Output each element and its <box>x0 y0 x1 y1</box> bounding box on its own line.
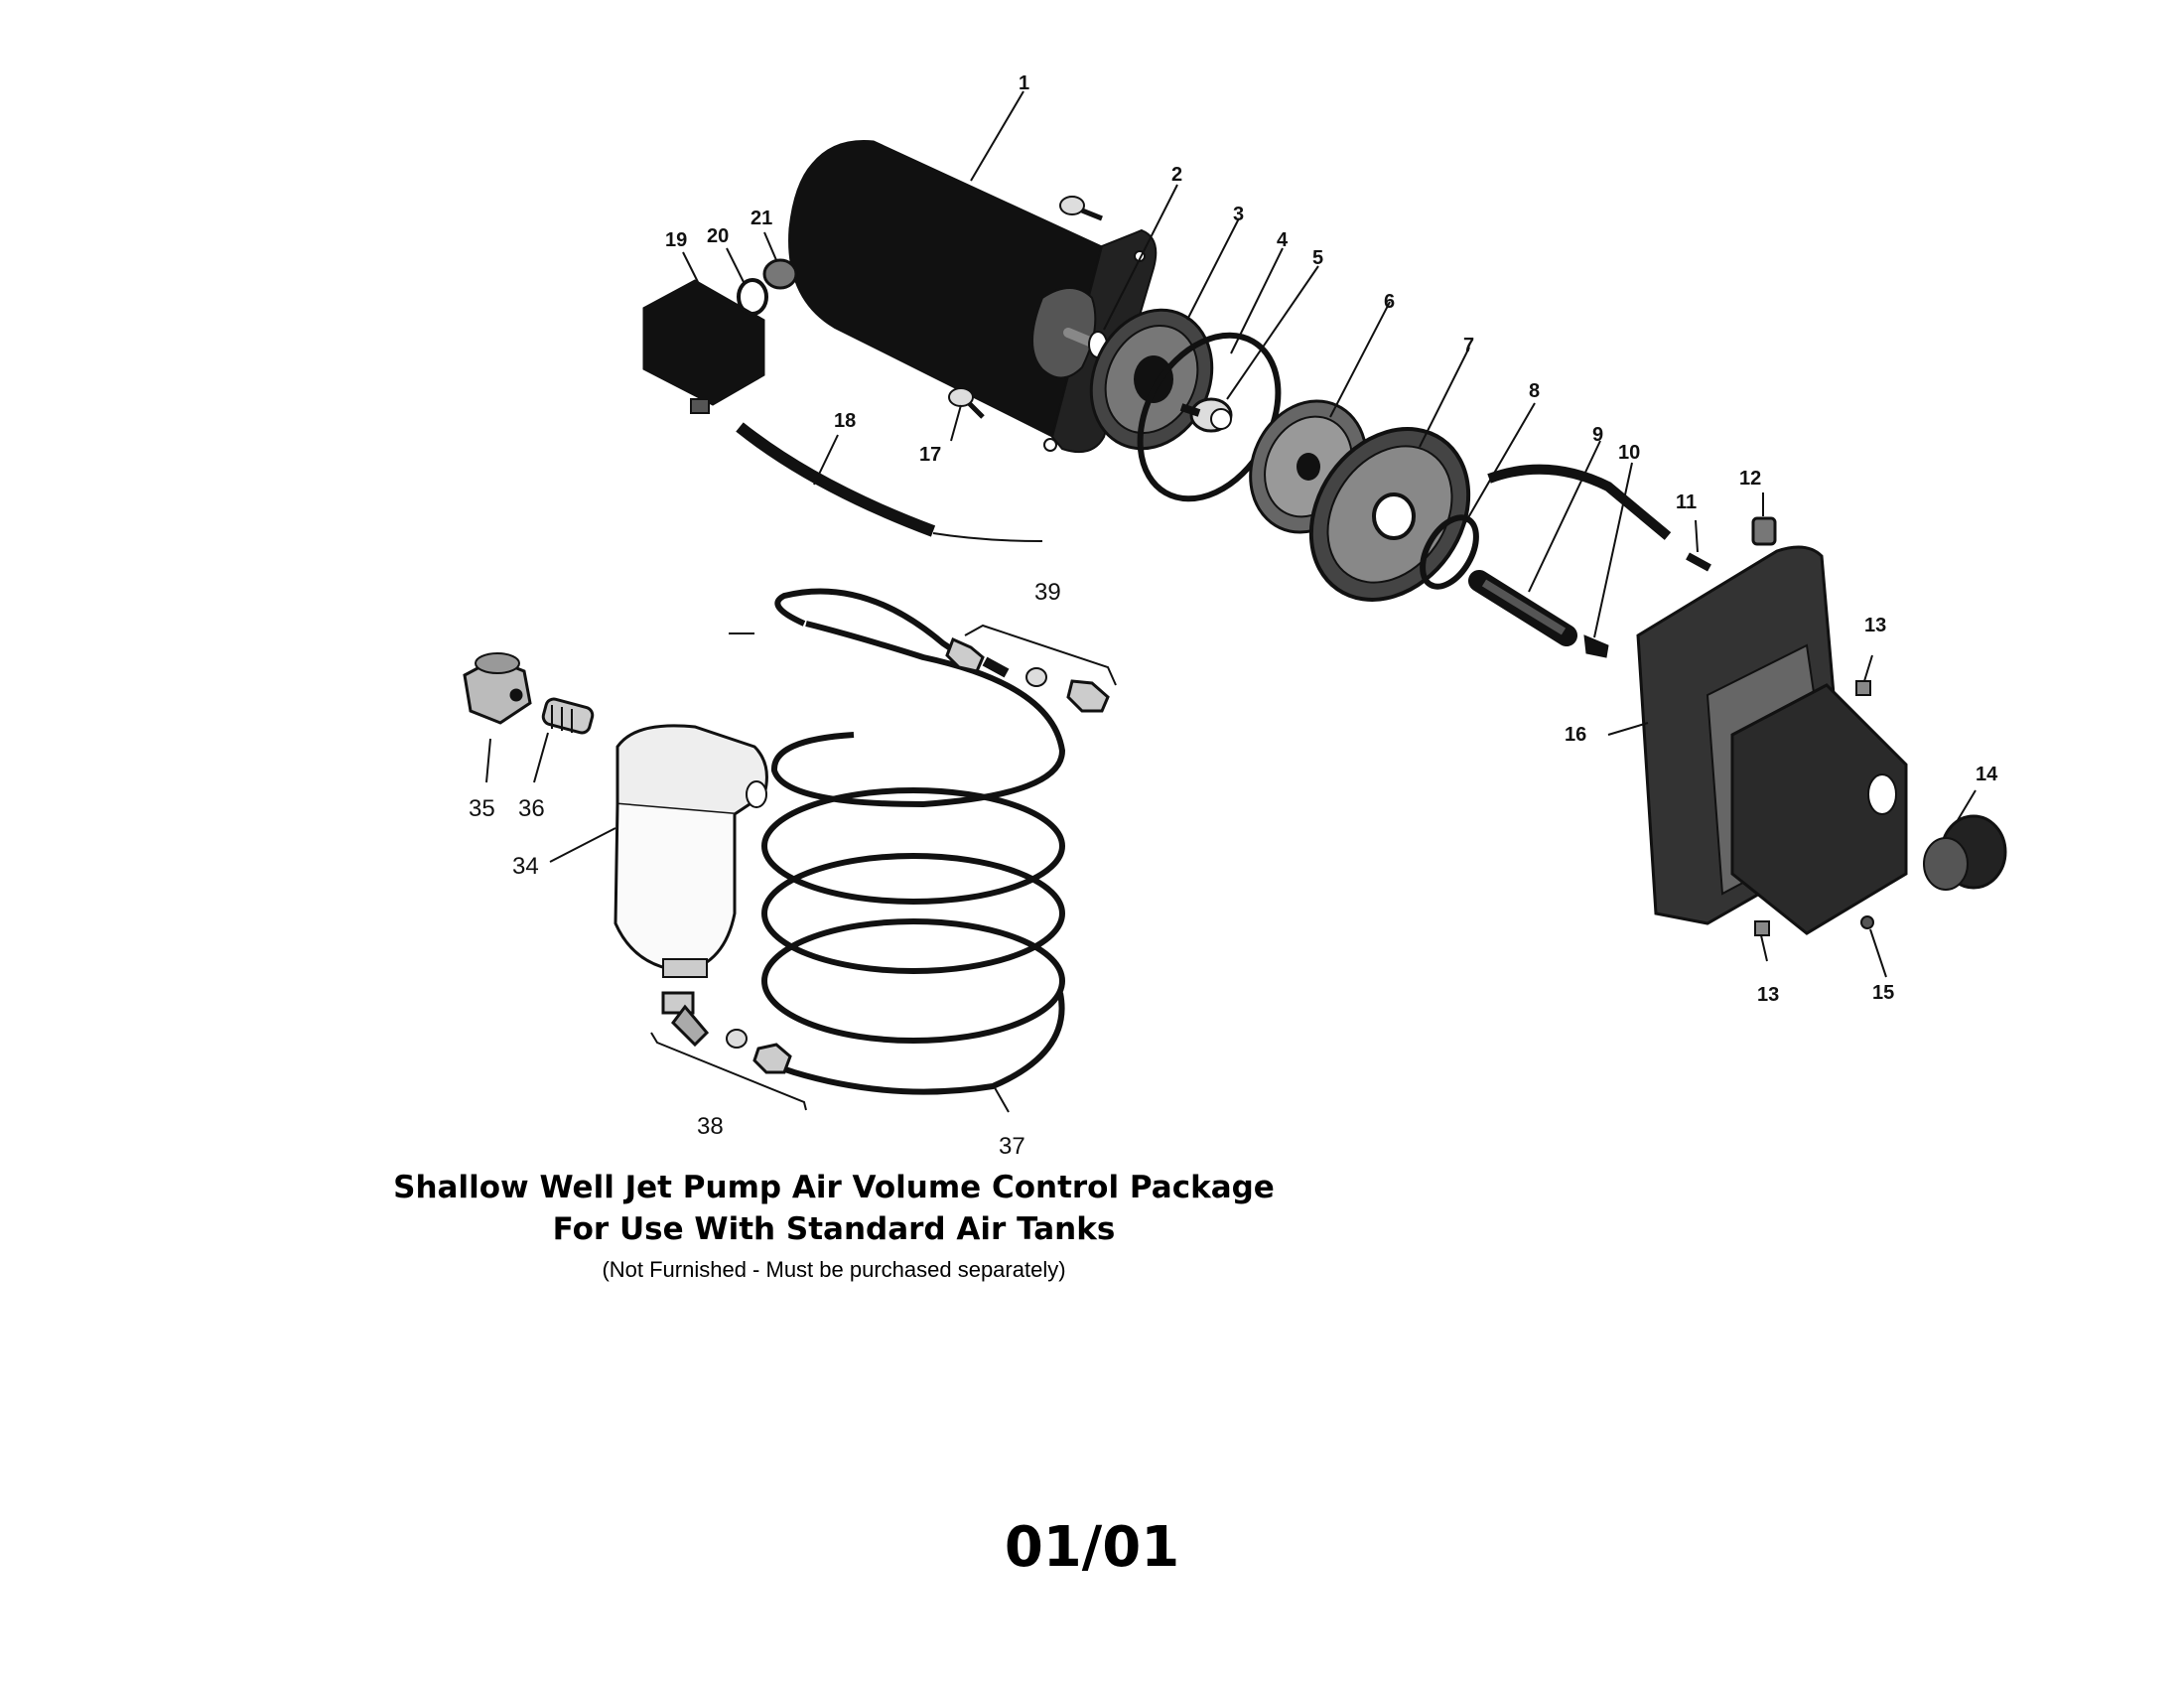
small-o-ring <box>737 278 768 316</box>
callout-16: 16 <box>1565 724 1586 746</box>
seal-plate <box>1089 308 1214 451</box>
motor-bolt-upper <box>1059 196 1103 221</box>
callout-4: 4 <box>1277 229 1289 251</box>
switch-fitting <box>762 258 798 290</box>
callout-18: 18 <box>834 410 856 432</box>
callout-17: 17 <box>919 444 941 466</box>
callout-7: 7 <box>1463 335 1474 356</box>
callout-11: 11 <box>1676 491 1697 513</box>
diagram-subtitle: For Use With Standard Air Tanks <box>552 1211 1116 1247</box>
callout-36: 36 <box>518 795 545 822</box>
callout-5: 5 <box>1312 247 1323 269</box>
callout-10: 10 <box>1618 442 1640 464</box>
callout-3: 3 <box>1233 204 1244 225</box>
callout-37: 37 <box>999 1133 1025 1160</box>
plug-top <box>1751 516 1777 546</box>
callout-13-upper: 13 <box>1864 615 1886 636</box>
threaded-nipple <box>541 697 595 735</box>
venturi <box>1468 570 1577 646</box>
plug-13-lower <box>1754 920 1770 936</box>
diagram-note: (Not Furnished - Must be purchased separ… <box>602 1257 1066 1282</box>
pressure-switch <box>642 279 765 414</box>
air-volume-control <box>614 724 768 978</box>
leader-lines <box>485 90 1977 1113</box>
callout-39: 39 <box>1034 579 1061 606</box>
callout-2: 2 <box>1171 164 1182 186</box>
callout-9: 9 <box>1592 424 1603 446</box>
fitting-set-38 <box>661 991 792 1074</box>
callouts: 1 2 3 4 5 6 7 8 9 10 11 12 13 14 15 13 1… <box>469 72 1998 1160</box>
page-date: 01/01 <box>1004 1515 1180 1580</box>
callout-34: 34 <box>512 853 539 880</box>
hex-adapter <box>463 652 532 725</box>
shaft-seal <box>1179 397 1233 433</box>
tube-short <box>1487 464 1672 540</box>
callout-12: 12 <box>1739 468 1761 490</box>
nozzle <box>1583 634 1609 658</box>
diffuser <box>1308 427 1471 602</box>
tube-18 <box>736 422 1043 542</box>
plug-15 <box>1860 915 1874 929</box>
callout-21: 21 <box>751 208 772 229</box>
plug-13-upper <box>1855 680 1871 696</box>
callout-6: 6 <box>1384 291 1395 313</box>
pump-body <box>1636 545 1908 935</box>
callout-19: 19 <box>665 229 687 251</box>
callout-14: 14 <box>1976 764 1998 785</box>
small-fitting <box>1686 552 1711 572</box>
plug-14 <box>1923 814 2007 891</box>
callout-13-lower: 13 <box>1757 984 1779 1006</box>
fitting-set-39 <box>945 636 1110 713</box>
callout-38: 38 <box>697 1113 724 1140</box>
motor-bolt-lower <box>948 387 985 419</box>
diagram-title: Shallow Well Jet Pump Air Volume Control… <box>393 1170 1275 1205</box>
callout-8: 8 <box>1529 380 1540 402</box>
callout-1: 1 <box>1019 72 1029 94</box>
callout-20: 20 <box>707 225 729 247</box>
callout-15: 15 <box>1872 982 1894 1004</box>
coiled-tube <box>761 588 1066 1095</box>
motor <box>788 139 1158 453</box>
callout-35: 35 <box>469 795 495 822</box>
